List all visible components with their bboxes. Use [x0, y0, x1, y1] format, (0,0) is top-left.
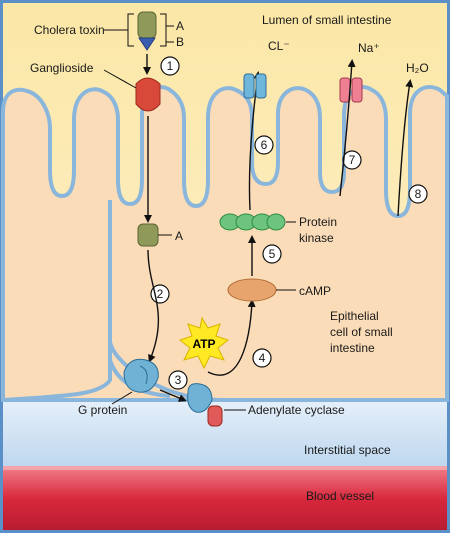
atp-label: ATP — [192, 337, 215, 351]
svg-text:5: 5 — [269, 247, 276, 261]
svg-text:6: 6 — [261, 138, 268, 152]
subunit-b-label: B — [176, 35, 184, 49]
epithelial-label-2: cell of small — [330, 325, 393, 339]
svg-text:4: 4 — [259, 351, 266, 365]
step-4: 4 — [252, 348, 272, 368]
g-protein — [123, 358, 159, 393]
epithelial-label-3: intestine — [330, 341, 375, 355]
subunit-a-label: A — [176, 19, 184, 33]
svg-text:7: 7 — [349, 153, 356, 167]
cl-channel — [243, 73, 267, 99]
camp-molecule — [227, 278, 277, 302]
toxin-subunit-b — [138, 37, 156, 51]
blood-vessel-region — [3, 468, 447, 530]
cholera-toxin — [127, 11, 174, 51]
adenylate-cyclase — [187, 383, 223, 427]
svg-text:1: 1 — [167, 59, 174, 73]
atp-burst — [178, 316, 230, 370]
interstitial-region — [3, 400, 447, 470]
step-8: 8 — [408, 184, 428, 204]
step-7: 7 — [342, 150, 362, 170]
toxin-subunit-a — [137, 11, 157, 39]
lumen-label: Lumen of small intestine — [262, 13, 392, 27]
ganglioside-receptor — [135, 77, 161, 112]
protein-kinase-label-1: Protein — [299, 215, 337, 229]
step-5: 5 — [262, 244, 282, 264]
a-fragment-label: A — [175, 229, 183, 243]
g-protein-label: G protein — [78, 403, 127, 417]
epithelial-cell-membrane — [0, 85, 449, 402]
cl-label: CL⁻ — [268, 39, 290, 53]
h2o-label: H₂O — [406, 61, 429, 75]
na-channel — [339, 77, 363, 103]
svg-text:8: 8 — [415, 187, 422, 201]
a-fragment — [137, 223, 159, 247]
interstitial-label: Interstitial space — [304, 443, 391, 457]
blood-vessel-label: Blood vessel — [306, 489, 374, 503]
cholera-toxin-label: Cholera toxin — [34, 23, 105, 37]
protein-kinase — [219, 213, 286, 231]
epithelial-label-1: Epithelial — [330, 309, 379, 323]
step-6: 6 — [254, 135, 274, 155]
step-1: 1 — [160, 56, 180, 76]
camp-label: cAMP — [299, 284, 331, 298]
na-label: Na⁺ — [358, 41, 380, 55]
step-3: 3 — [168, 370, 188, 390]
svg-text:3: 3 — [175, 373, 182, 387]
svg-text:2: 2 — [157, 287, 164, 301]
ganglioside-label: Ganglioside — [30, 61, 94, 75]
adenylate-cyclase-label: Adenylate cyclase — [248, 403, 345, 417]
protein-kinase-label-2: kinase — [299, 231, 334, 245]
